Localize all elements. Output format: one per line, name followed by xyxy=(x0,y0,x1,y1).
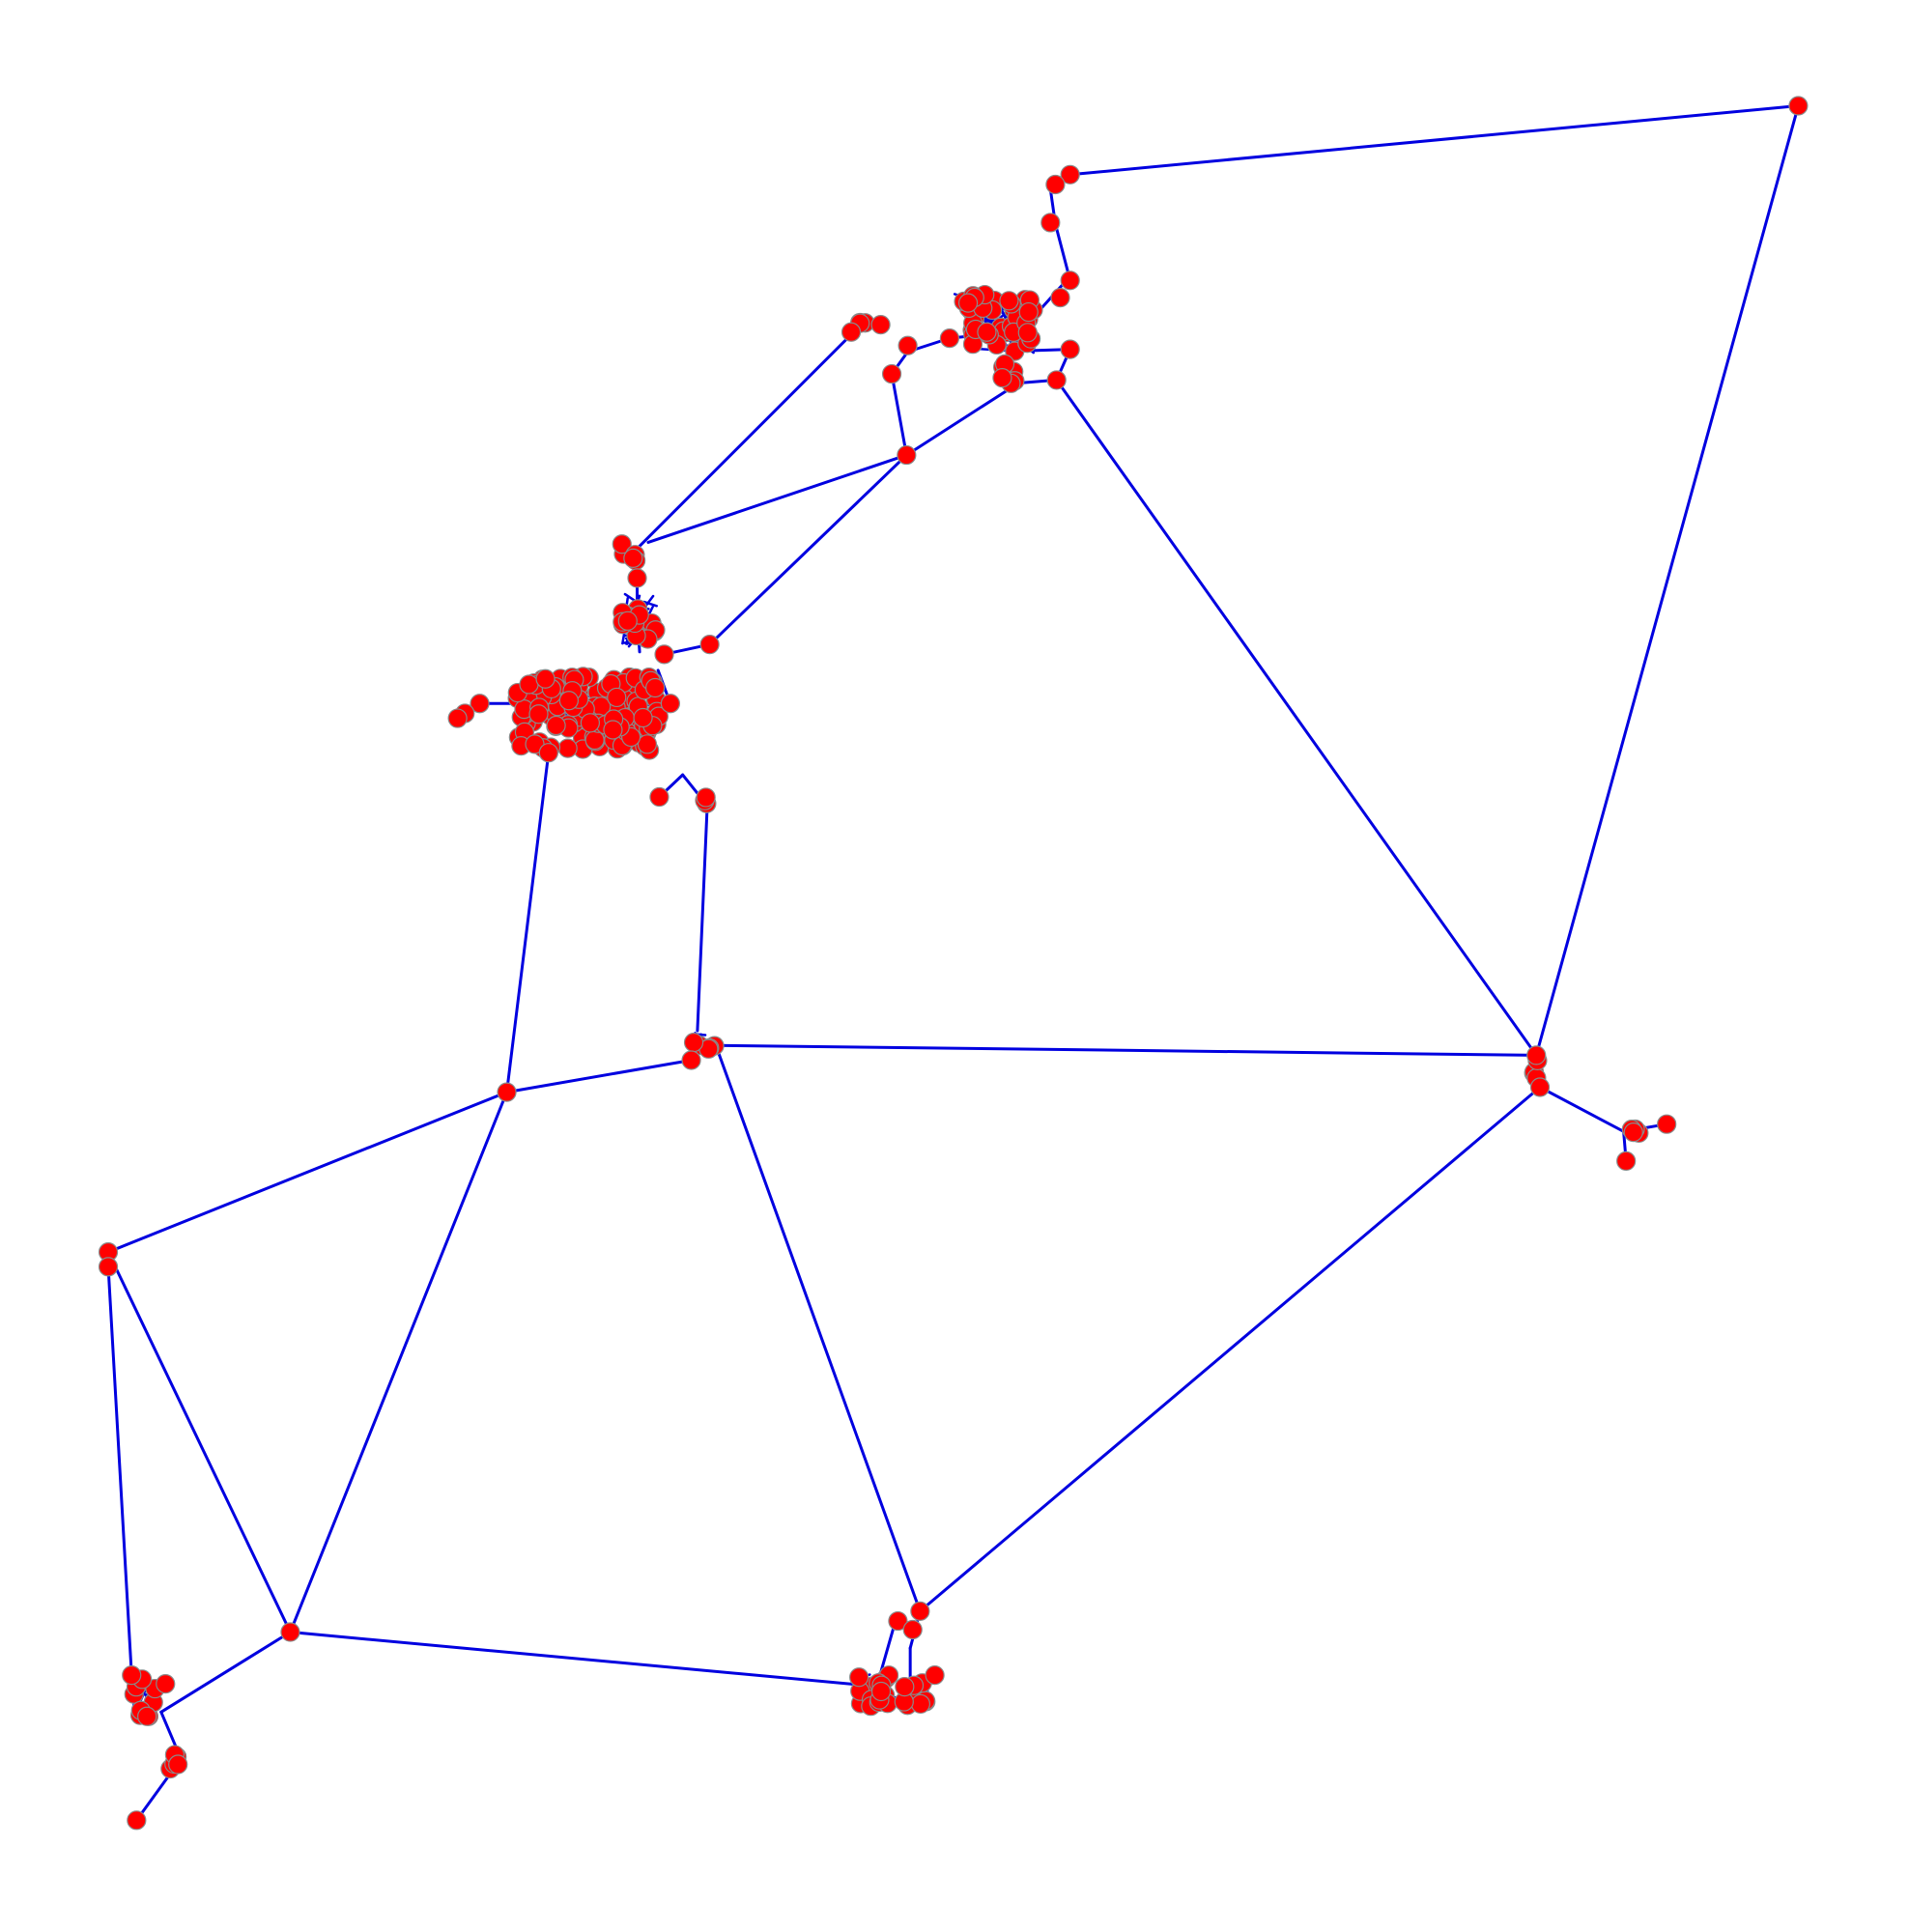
graph-edge xyxy=(505,1058,694,1094)
graph-edge xyxy=(879,1619,898,1675)
graph-edge xyxy=(642,600,659,608)
graph-node xyxy=(1045,174,1066,195)
graph-node xyxy=(137,1706,157,1726)
graph-node xyxy=(617,611,638,631)
graph-node xyxy=(649,786,670,808)
graph-node xyxy=(122,1664,142,1686)
graph-node xyxy=(699,635,720,655)
graph-edge xyxy=(890,372,908,457)
graph-edge xyxy=(106,1264,133,1677)
graph-node xyxy=(603,720,623,740)
graph-edge xyxy=(904,386,1011,457)
graph-node xyxy=(558,691,579,711)
graph-node xyxy=(557,738,578,758)
graph-edge xyxy=(696,804,709,1033)
graph-node xyxy=(888,1610,908,1632)
graph-edge xyxy=(708,453,908,646)
graph-node xyxy=(902,1619,923,1640)
edge-layer xyxy=(106,103,1800,1822)
graph-node xyxy=(1017,323,1038,343)
graph-node xyxy=(528,704,549,724)
graph-node xyxy=(156,1674,176,1694)
graph-node xyxy=(683,1033,704,1053)
graph-edge xyxy=(134,1769,174,1822)
graph-edge xyxy=(714,1043,922,1613)
graph-node xyxy=(870,1681,892,1702)
graph-edge xyxy=(106,1250,292,1634)
graph-node xyxy=(696,787,716,808)
graph-node xyxy=(280,1622,300,1642)
graph-node xyxy=(612,534,632,554)
graph-node xyxy=(910,1601,930,1621)
graph-node xyxy=(841,322,862,342)
graph-node xyxy=(1788,96,1809,116)
graph-node xyxy=(546,715,566,736)
graph-node xyxy=(870,315,891,335)
graph-node xyxy=(910,1693,930,1715)
graph-node xyxy=(939,328,960,349)
graph-node xyxy=(992,368,1012,388)
graph-node xyxy=(538,743,558,763)
graph-node xyxy=(977,322,997,342)
graph-node xyxy=(897,444,917,466)
graph-edge xyxy=(714,1043,1538,1057)
graph-node xyxy=(1018,301,1039,323)
graph-node xyxy=(681,1050,701,1070)
graph-node xyxy=(607,687,627,708)
graph-edge xyxy=(1055,378,1538,1057)
node-layer xyxy=(98,96,1809,1831)
graph-node xyxy=(898,335,918,355)
graph-node xyxy=(637,734,658,754)
graph-node xyxy=(98,1257,119,1277)
graph-edge xyxy=(646,453,908,544)
graph-node xyxy=(957,293,979,313)
graph-node xyxy=(535,668,556,689)
graph-edge xyxy=(288,1091,509,1634)
graph-node xyxy=(633,707,653,728)
graph-node xyxy=(1060,270,1080,291)
graph-node xyxy=(881,363,902,384)
graph-edge xyxy=(1068,103,1800,177)
graph-node xyxy=(895,1676,915,1697)
graph-node xyxy=(497,1082,517,1102)
graph-node xyxy=(519,674,539,695)
graph-edge xyxy=(106,1091,509,1254)
graph-node xyxy=(1529,1077,1551,1097)
graph-node xyxy=(1046,370,1067,390)
graph-node xyxy=(1060,164,1080,185)
graph-node xyxy=(645,677,666,698)
graph-node xyxy=(1040,213,1061,233)
graph-node xyxy=(925,1664,945,1686)
graph-node xyxy=(1050,288,1070,308)
graph-node xyxy=(127,1810,147,1831)
graph-node xyxy=(660,694,680,714)
graph-edge xyxy=(505,751,551,1094)
graph-edge xyxy=(288,1631,863,1687)
graph-node xyxy=(1060,339,1080,359)
graph-node xyxy=(1657,1114,1677,1134)
graph-node xyxy=(1616,1151,1637,1171)
graph-node xyxy=(654,644,674,665)
graph-node xyxy=(623,548,643,568)
graph-node xyxy=(580,713,600,733)
graph-node xyxy=(1623,1122,1643,1143)
graph-node xyxy=(849,1667,869,1688)
graph-edge xyxy=(638,332,853,548)
graph-node xyxy=(470,694,490,714)
graph-edge xyxy=(1534,103,1800,1057)
graph-node xyxy=(1526,1045,1547,1065)
graph-edge xyxy=(159,1631,292,1714)
graph-node xyxy=(999,291,1019,311)
graph-node xyxy=(627,568,647,588)
graph-node xyxy=(447,708,468,728)
graph-node xyxy=(168,1754,188,1775)
graph-edge xyxy=(1538,1086,1626,1133)
graph-edge xyxy=(918,1086,1542,1613)
